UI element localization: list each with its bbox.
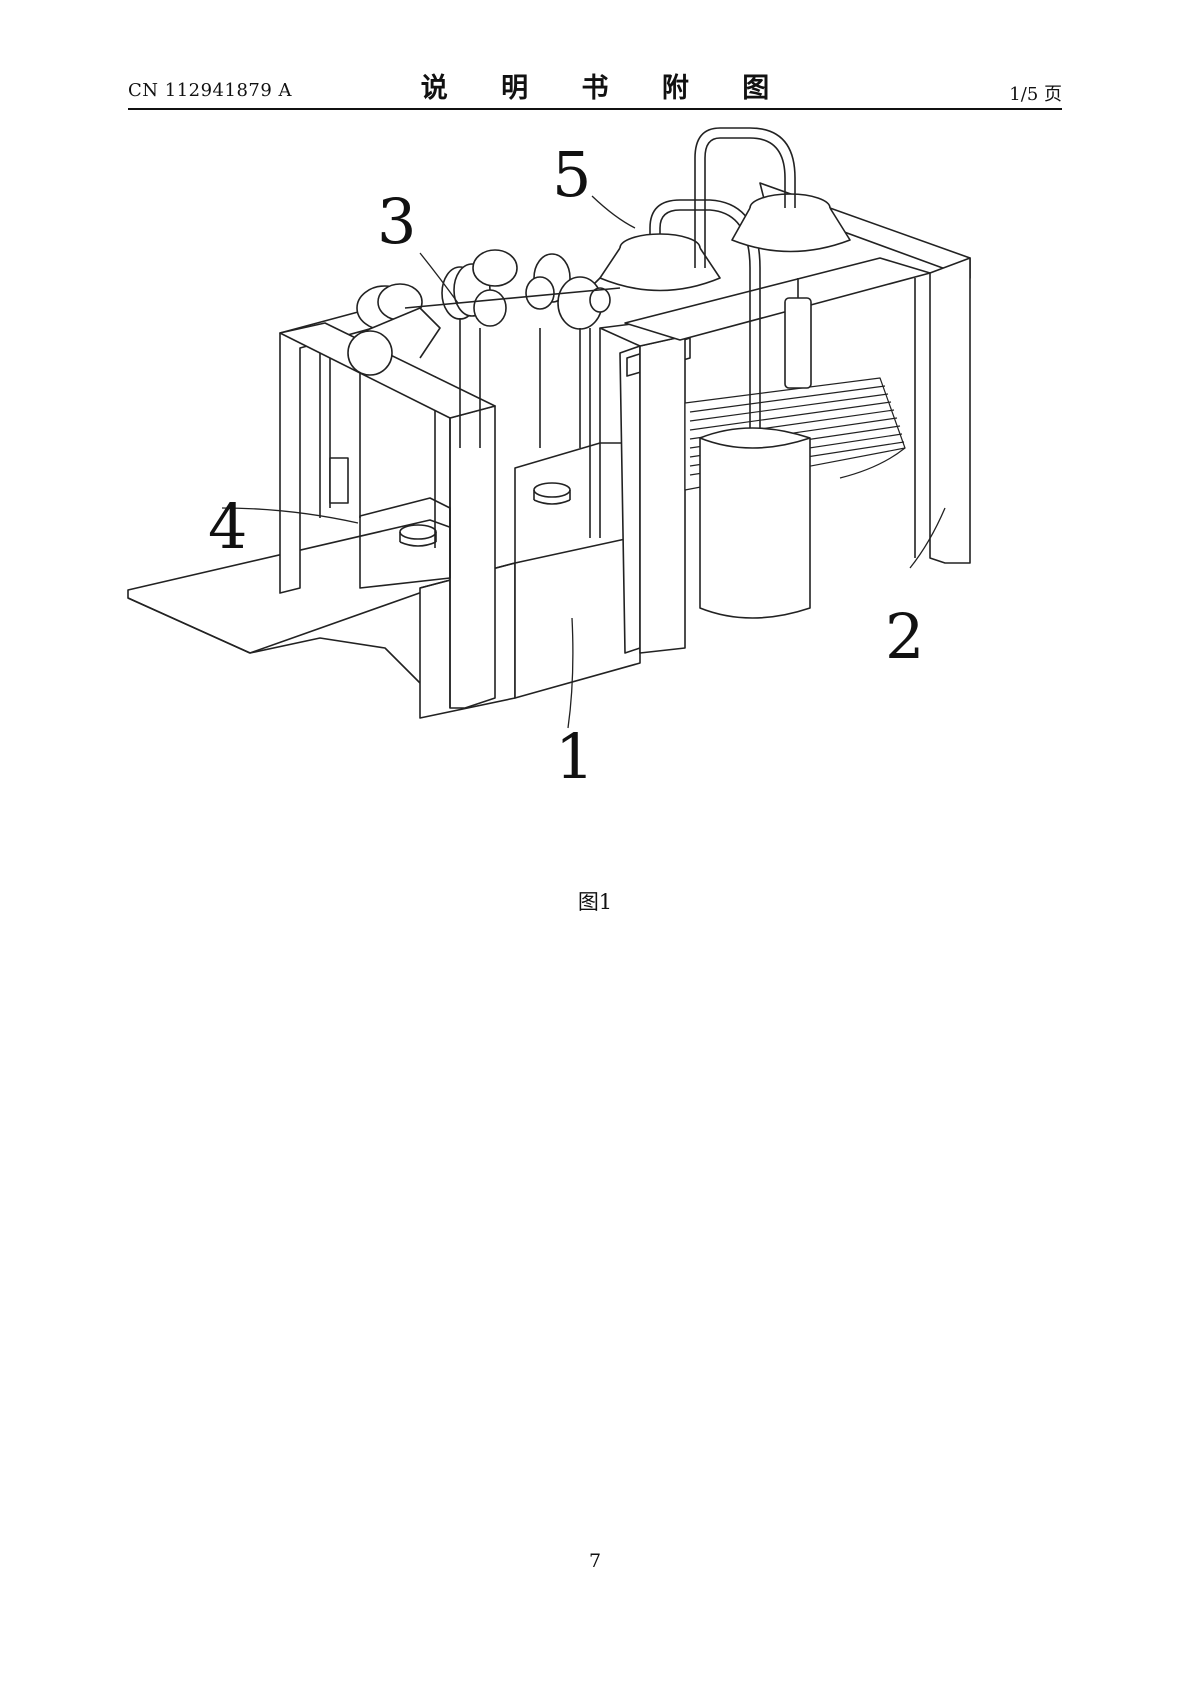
callout-5: 5 — [552, 138, 591, 211]
exhaust-hoods — [589, 127, 851, 389]
callout-4: 4 — [208, 490, 247, 563]
leader-lines — [221, 195, 946, 729]
callout-1: 1 — [555, 720, 594, 793]
callout-3: 3 — [377, 185, 416, 258]
front-left-pillar — [279, 322, 496, 709]
publication-number: CN 112941879 A — [128, 80, 293, 101]
callout-2: 2 — [885, 600, 924, 673]
roller-assembly — [347, 249, 621, 538]
middle-pillars — [599, 322, 691, 654]
center-platform — [359, 442, 631, 589]
patent-figure-1: 4 1 2 3 5 — [127, 127, 971, 793]
right-frame — [624, 182, 971, 564]
page-number: 7 — [588, 1550, 602, 1572]
header-rule — [128, 108, 1062, 110]
page-indicator: 1/5 页 — [1009, 84, 1062, 105]
page-title: 说 明 书 附 图 — [420, 73, 792, 104]
figure-caption: 图1 — [577, 890, 613, 914]
